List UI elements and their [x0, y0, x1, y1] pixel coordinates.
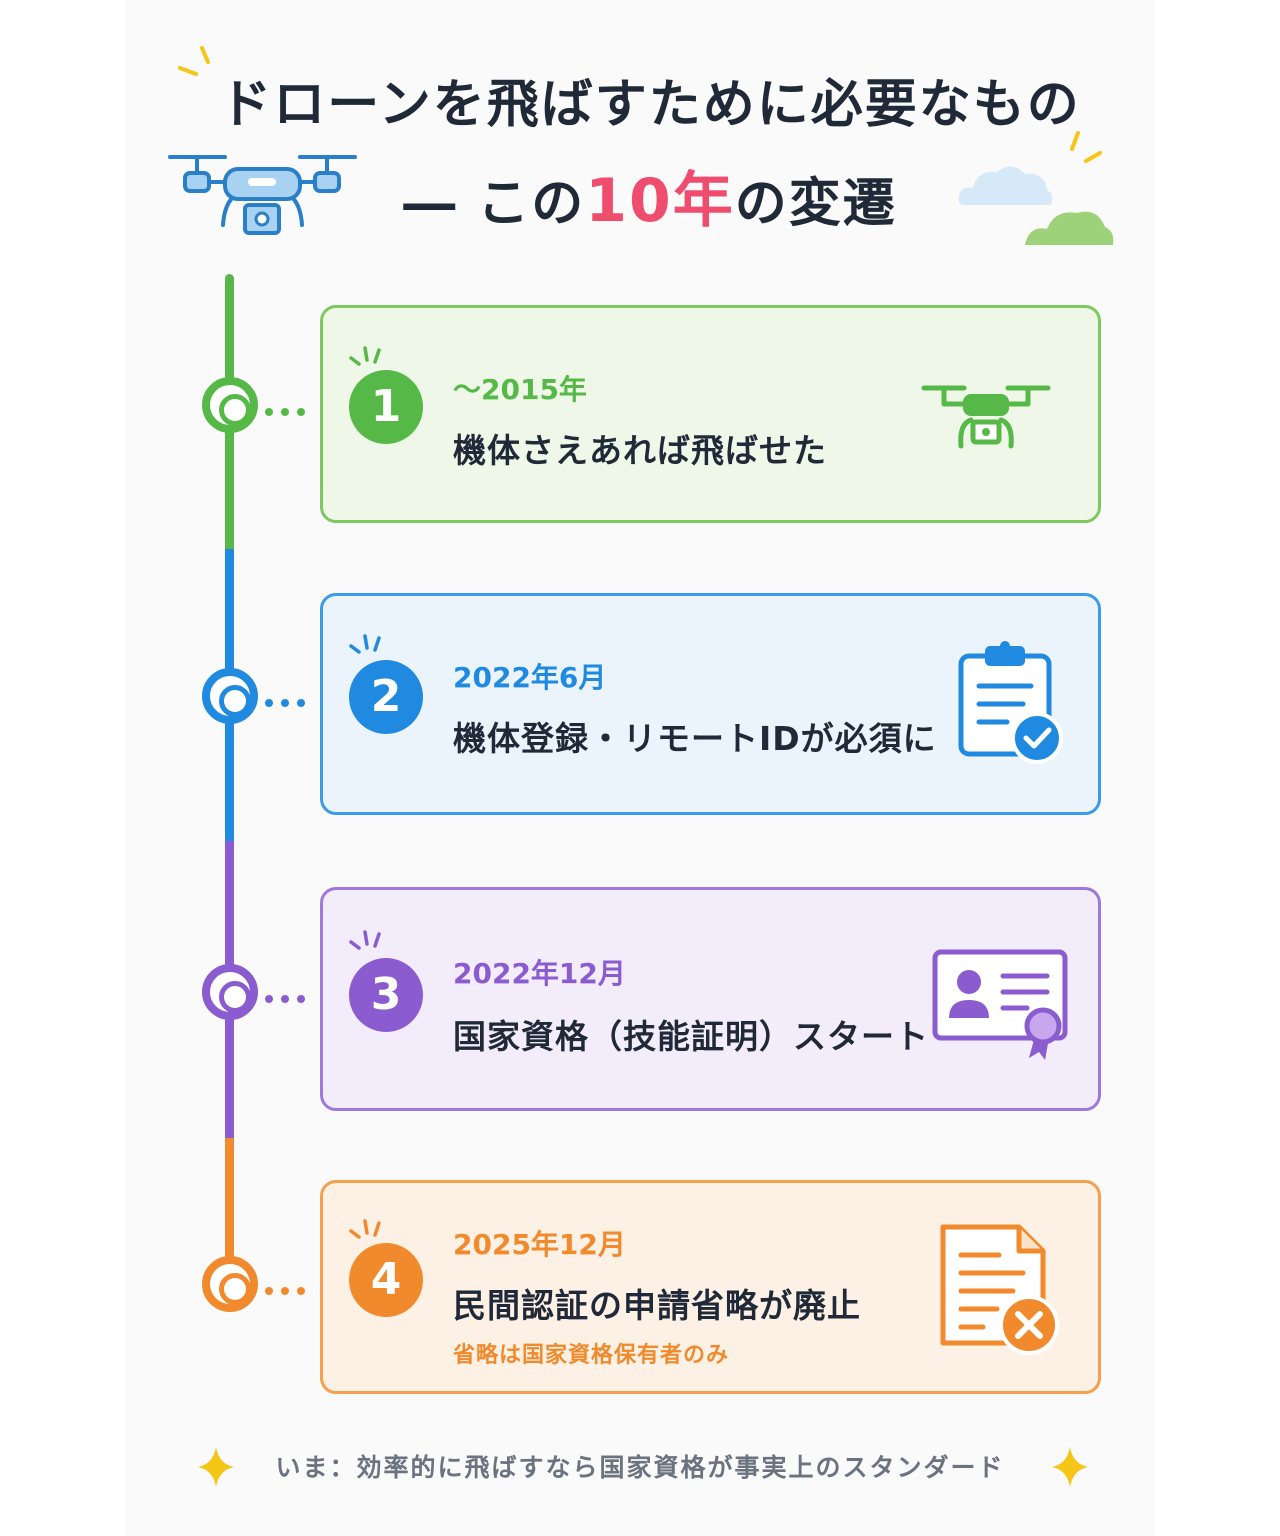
timeline-node — [202, 964, 258, 1020]
connector-dots — [265, 401, 313, 416]
sparkle-star-icon — [1052, 1447, 1088, 1487]
connector-dots — [265, 1280, 313, 1295]
step-number-badge: 4 — [349, 1243, 423, 1317]
step-number-badge: 2 — [349, 660, 423, 734]
step-description: 国家資格（技能証明）スタート — [453, 1017, 929, 1056]
subtitle-suffix: の変遷 — [734, 174, 897, 234]
step-date: 2022年12月 — [453, 957, 626, 990]
bush-icon — [1025, 211, 1114, 245]
sparkle-lines-icon — [178, 46, 210, 76]
step-date: 2022年6月 — [453, 661, 607, 694]
timeline-node — [202, 377, 258, 433]
document-cancel-icon — [940, 1224, 1059, 1355]
page-title: ドローンを飛ばすために必要なもの — [219, 75, 1081, 135]
drone-illustration-icon — [168, 155, 357, 235]
timeline-segment-orange — [225, 1138, 234, 1284]
step-description: 機体さえあれば飛ばせた — [453, 431, 827, 470]
page-subtitle: ― この10年の変遷 — [0, 152, 1280, 239]
license-card-icon — [932, 949, 1068, 1060]
drone-icon — [921, 385, 1051, 449]
sparkle-icon — [349, 930, 381, 950]
step-date: 2025年12月 — [453, 1228, 626, 1261]
timeline-node — [202, 1256, 258, 1312]
step-description: 機体登録・リモートIDが必須に — [453, 719, 937, 758]
cloud-icon — [958, 166, 1053, 205]
timeline-card-1: 1 ～2015年 機体さえあれば飛ばせた — [320, 305, 1101, 523]
sparkle-icon — [349, 1219, 381, 1239]
timeline-card-3: 3 2022年12月 国家資格（技能証明）スタート — [320, 887, 1101, 1111]
timeline-node — [202, 668, 258, 724]
connector-dots — [265, 988, 313, 1003]
footer-summary: いま：効率的に飛ばすなら国家資格が事実上のスタンダード — [275, 1453, 1005, 1482]
step-date: ～2015年 — [453, 373, 587, 406]
sparkle-icon — [349, 634, 381, 654]
connector-dots — [265, 692, 313, 707]
sparkle-lines-icon — [1070, 131, 1102, 163]
step-description: 民間認証の申請省略が廃止 — [453, 1286, 861, 1325]
sparkle-icon — [349, 346, 381, 366]
timeline-card-4: 4 2025年12月 民間認証の申請省略が廃止 省略は国家資格保有者のみ — [320, 1180, 1101, 1394]
clipboard-check-icon — [958, 641, 1063, 764]
step-number-badge: 3 — [349, 958, 423, 1032]
step-number-badge: 1 — [349, 370, 423, 444]
step-note: 省略は国家資格保有者のみ — [453, 1343, 730, 1368]
sparkle-star-icon — [198, 1447, 234, 1487]
subtitle-accent: 10年 — [585, 166, 735, 236]
timeline-card-2: 2 2022年6月 機体登録・リモートIDが必須に — [320, 593, 1101, 815]
subtitle-prefix: ― この — [403, 174, 586, 234]
